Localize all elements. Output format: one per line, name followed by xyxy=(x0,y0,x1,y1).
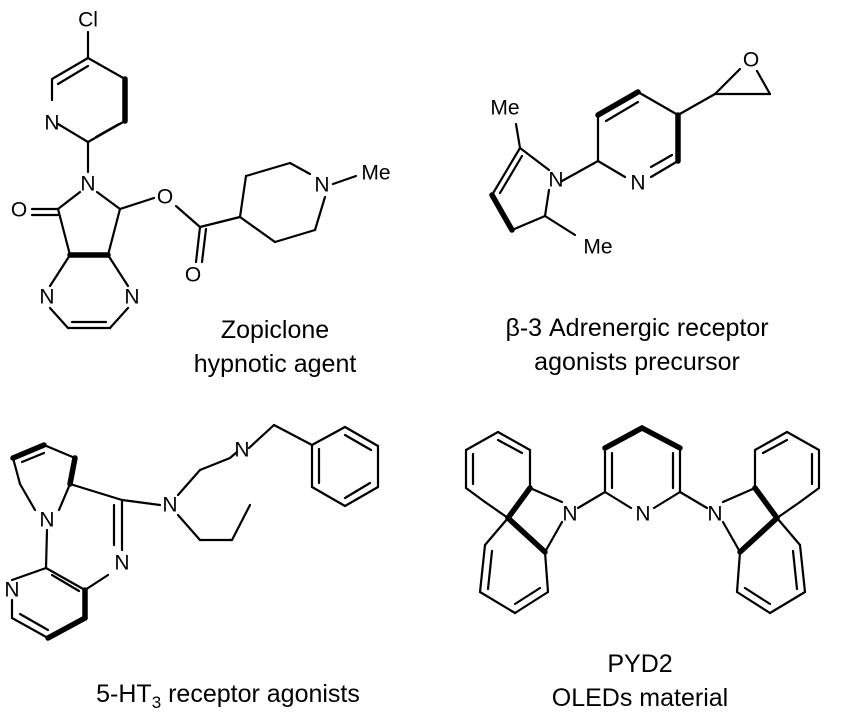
ht3-pyridine-n-atom: N xyxy=(4,579,19,602)
zopiclone-me-group: Me xyxy=(361,162,390,185)
ht3-agonist-structure: N N N N N xyxy=(4,423,380,641)
ht3-label: 5-HT3 receptor agonists xyxy=(96,680,360,712)
ht3-pyrrole-n-atom: N xyxy=(39,509,54,532)
beta3-pyrrole-n-atom: N xyxy=(548,169,563,192)
ht3-label-prefix: 5-HT xyxy=(96,680,152,708)
zopiclone-carbonyl-o-atom: O xyxy=(11,199,27,222)
zopiclone-pyrazine-n-left-atom: N xyxy=(39,286,54,309)
ht3-piperazine-n-right-atom: N xyxy=(234,439,249,462)
pyd2-carbazole-n-left-atom: N xyxy=(562,503,577,526)
zopiclone-description: hypnotic agent xyxy=(194,350,357,378)
pyd2-description: OLEDs material xyxy=(552,684,728,712)
ht3-label-suffix: receptor agonists xyxy=(161,680,360,708)
beta3-precursor-structure: Me N Me N O xyxy=(489,49,772,259)
zopiclone-piperidine-n-atom: N xyxy=(314,174,329,197)
zopiclone-pyrazine-n-right-atom: N xyxy=(124,286,139,309)
zopiclone-lactam-n-atom: N xyxy=(80,173,95,196)
pyd2-carbazole-n-right-atom: N xyxy=(707,503,722,526)
beta3-name-line1: β-3 Adrenergic receptor xyxy=(505,314,768,342)
zopiclone-name: Zopiclone xyxy=(221,316,329,344)
pyd2-name: PYD2 xyxy=(607,650,672,678)
zopiclone-cl-atom: Cl xyxy=(78,9,98,32)
beta3-pyridine-n-atom: N xyxy=(630,172,645,195)
beta3-epoxide-o-atom: O xyxy=(743,49,759,72)
zopiclone-ester-carbonyl-o-atom: O xyxy=(185,264,201,287)
pyd2-structure: N N N xyxy=(464,425,821,615)
zopiclone-ester-o-atom: O xyxy=(157,186,173,209)
beta3-me-bottom-group: Me xyxy=(583,236,612,259)
beta3-me-top-group: Me xyxy=(490,97,519,120)
ht3-piperazine-n-left-atom: N xyxy=(162,494,177,517)
zopiclone-pyridine-n-atom: N xyxy=(44,112,59,135)
beta3-name-line2: agonists precursor xyxy=(534,348,740,376)
zopiclone-structure: Cl N N O O O N N N Me xyxy=(11,9,391,330)
ht3-label-subscript: 3 xyxy=(152,693,161,712)
pyd2-pyridine-n-atom: N xyxy=(635,503,650,526)
ht3-imine-n-atom: N xyxy=(114,552,129,575)
